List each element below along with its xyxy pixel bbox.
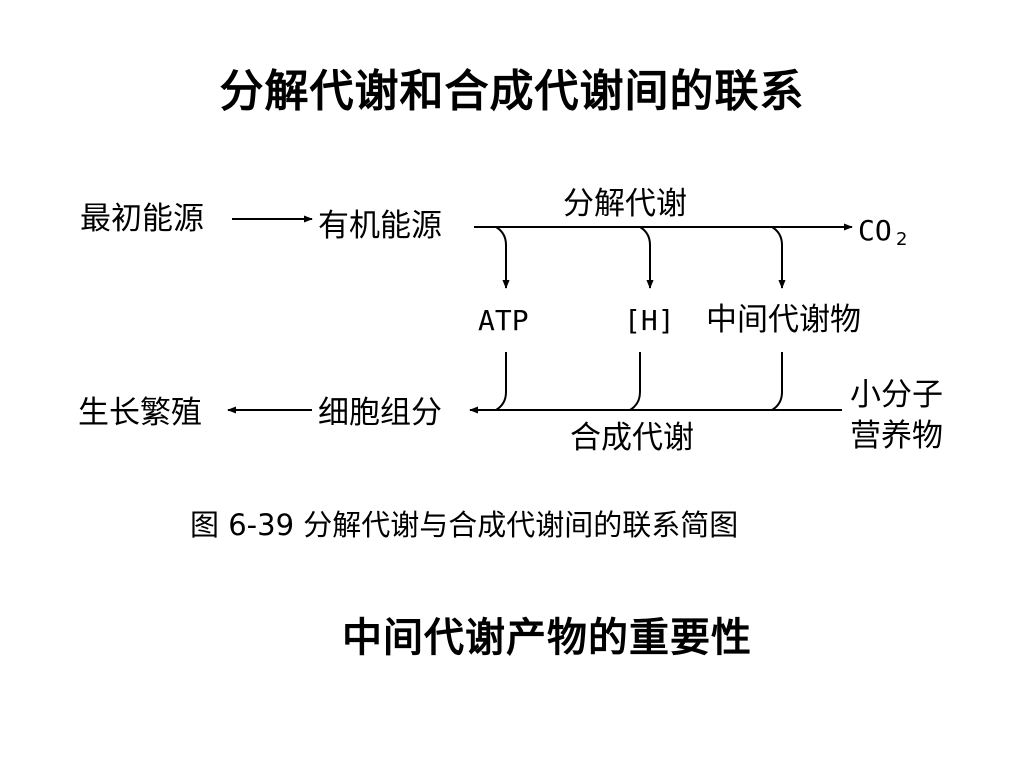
initial-energy-label: 最初能源 — [80, 201, 204, 237]
atp-label: ATP — [478, 304, 529, 337]
h-to-anabolism — [629, 352, 641, 411]
branch-to-atp — [495, 226, 510, 289]
figure-caption: 图 6-39 分解代谢与合成代谢间的联系简图 — [190, 508, 738, 542]
co2-text: CO — [858, 214, 892, 247]
catabolism-label: 分解代谢 — [563, 186, 687, 222]
cell-components-label: 细胞组分 — [318, 395, 442, 431]
small-molecule-line1: 小分子 — [850, 377, 943, 413]
anabolism-label: 合成代谢 — [570, 420, 694, 456]
co2-label: CO 2 — [858, 214, 907, 250]
atp-to-anabolism — [495, 352, 507, 411]
organic-energy-label: 有机能源 — [318, 208, 442, 244]
co2-subscript: 2 — [896, 229, 907, 250]
branch-to-h — [639, 226, 654, 289]
slide-title: 分解代谢和合成代谢间的联系 — [219, 66, 805, 117]
branch-to-intermediate — [771, 226, 786, 289]
growth-label: 生长繁殖 — [78, 395, 202, 431]
small-molecule-line2: 营养物 — [850, 418, 943, 454]
intermediate-label: 中间代谢物 — [706, 302, 861, 338]
intermediate-to-anabolism — [771, 352, 783, 411]
h-label: [H] — [624, 304, 675, 337]
slide-subtitle: 中间代谢产物的重要性 — [342, 615, 752, 661]
